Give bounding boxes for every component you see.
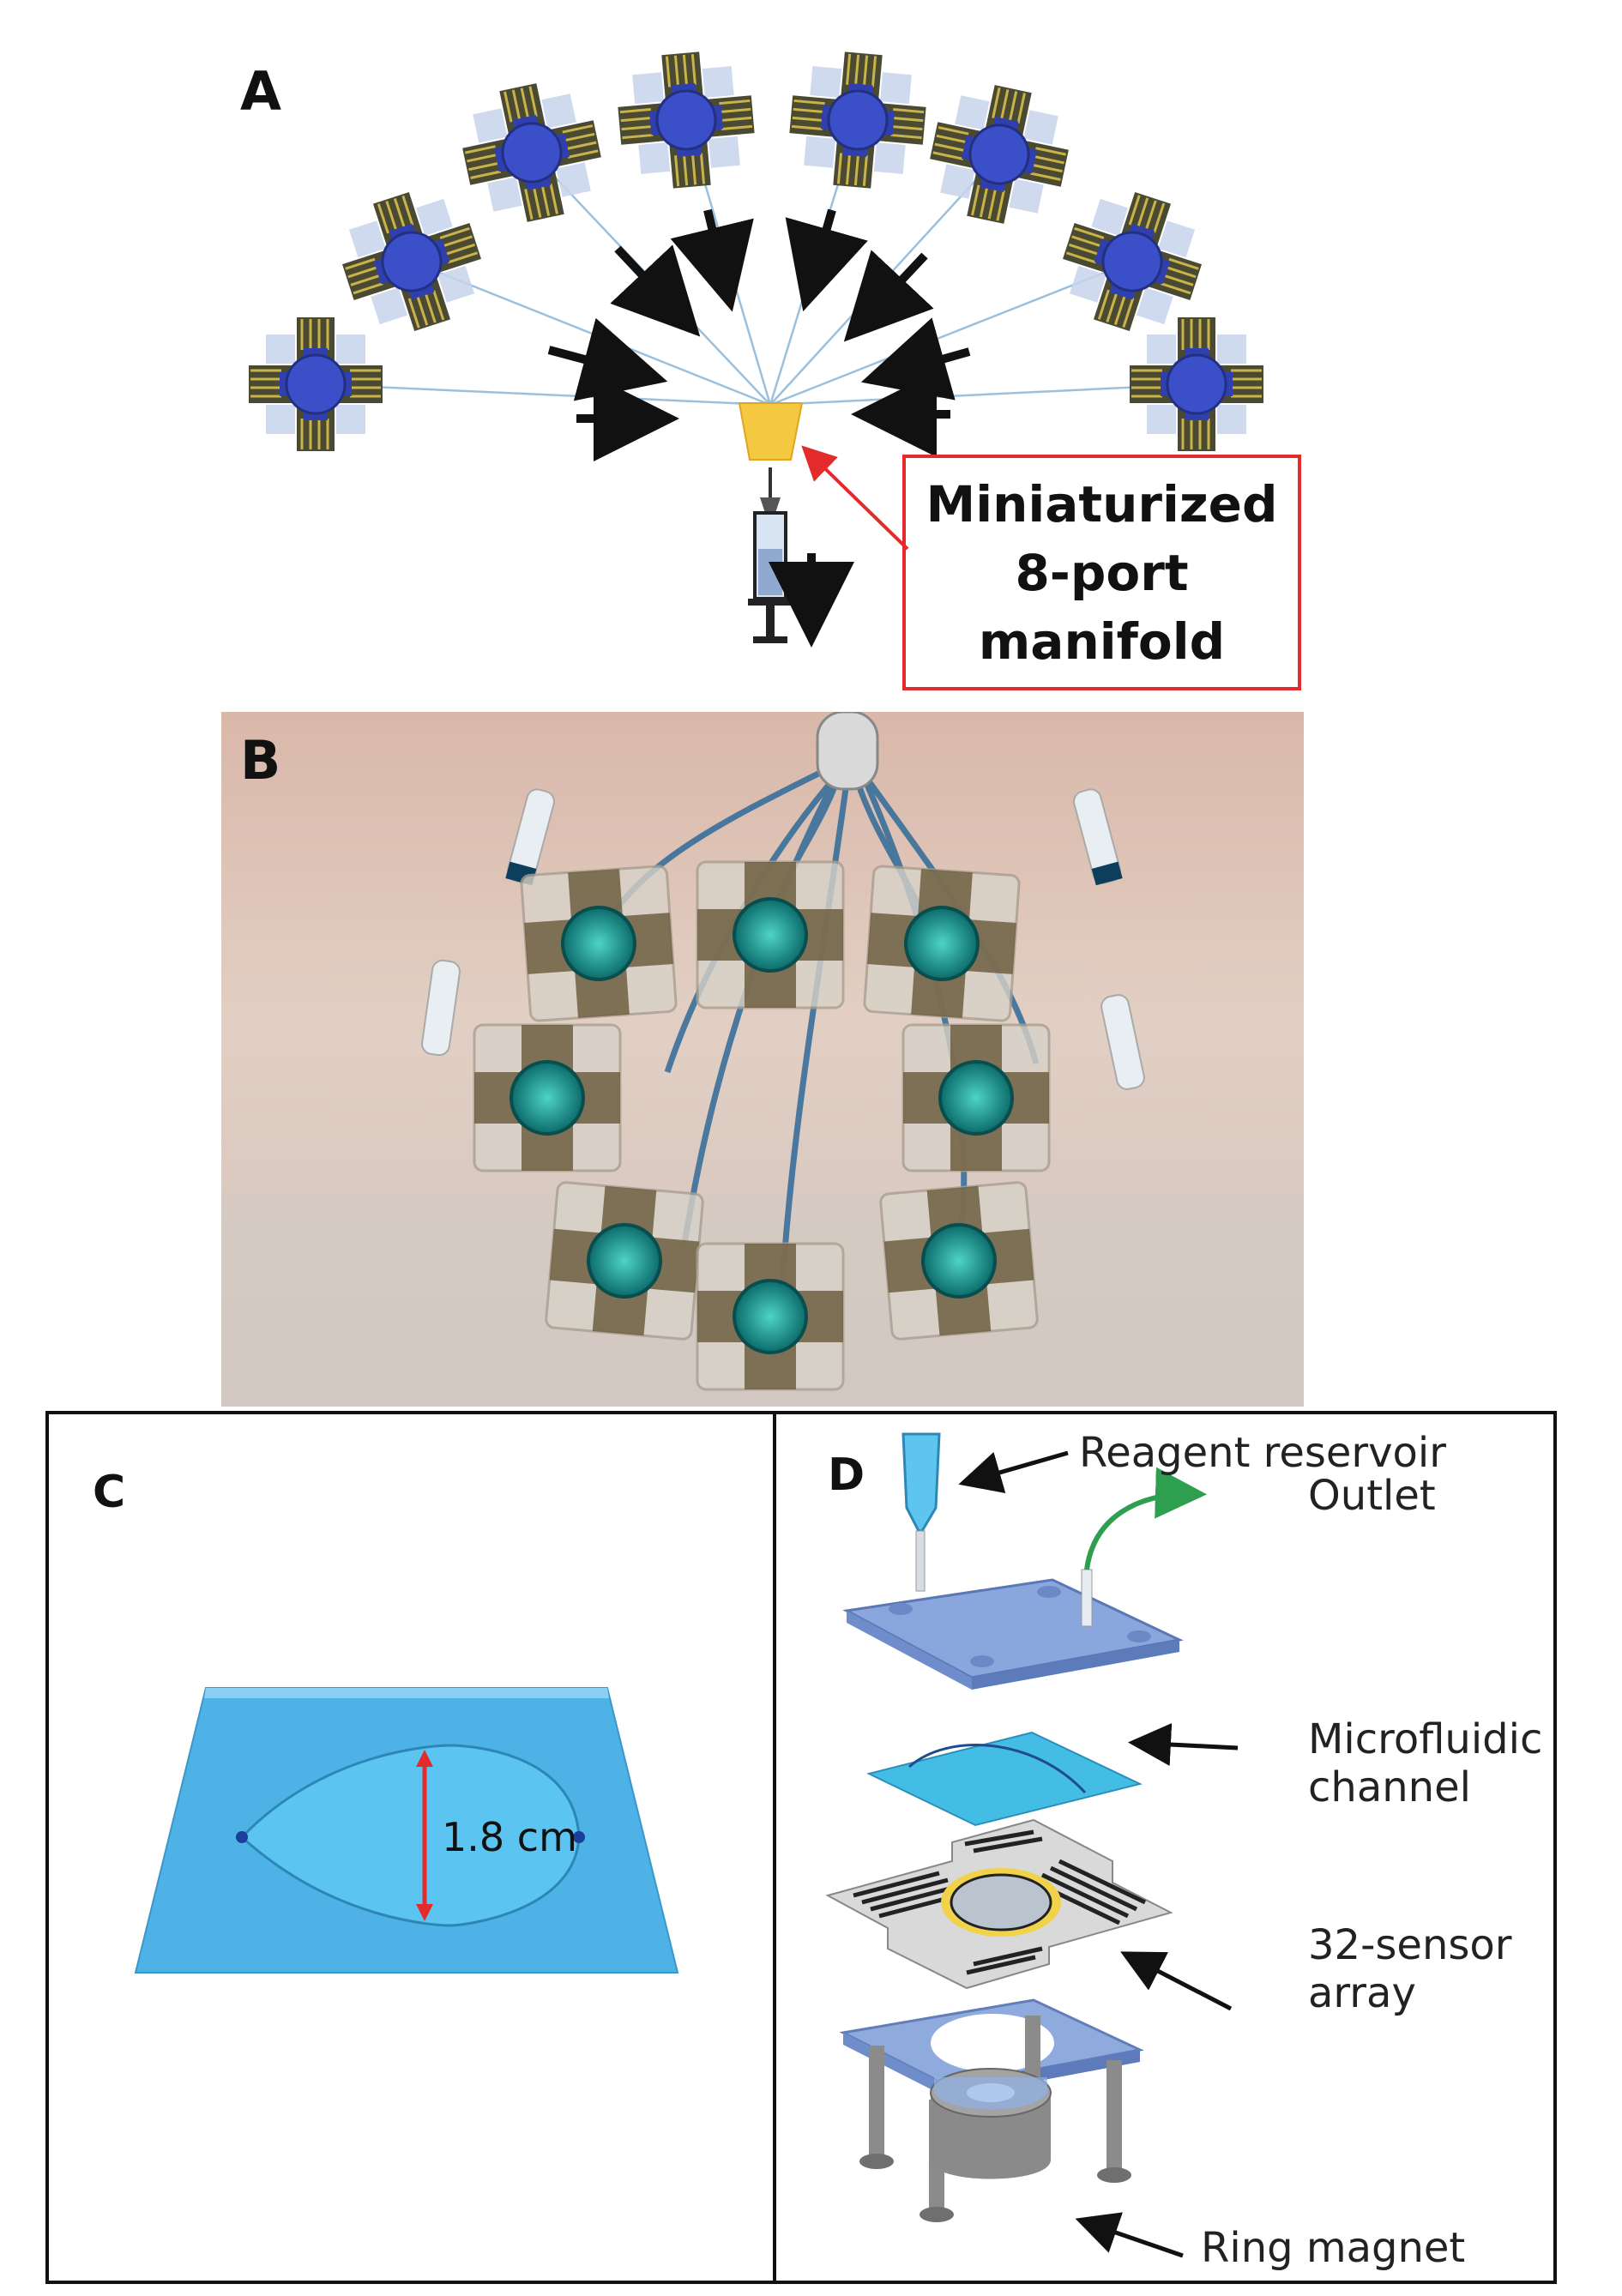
panel-label-a: A	[240, 60, 281, 123]
manifold-icon	[738, 402, 804, 461]
panel-a: A	[0, 0, 1622, 703]
sensor-chip	[1128, 316, 1265, 453]
reagent-reservoir-label: Reagent reservoir	[1079, 1429, 1446, 1477]
microfluidic-chip-3d: 1.8 cm	[134, 1687, 679, 1974]
sensor-device	[519, 864, 678, 1023]
panel-label-c: C	[93, 1467, 126, 1518]
bottom-holder	[839, 1998, 1144, 2222]
sensor-device	[696, 860, 845, 1009]
panel-divider	[773, 1411, 776, 2284]
ring-magnet-label: Ring magnet	[1201, 2224, 1466, 2272]
sensor-array-layer	[825, 1818, 1173, 1990]
outlet-tube	[1084, 1467, 1207, 1570]
dimension-label: 1.8 cm	[442, 1814, 577, 1860]
leader-arrows	[958, 1450, 1239, 2258]
sensor-device	[696, 1242, 845, 1391]
manifold-schematic	[247, 45, 1265, 648]
callout-pointer	[801, 445, 909, 551]
panel-label-b: B	[240, 729, 281, 792]
sensor-device	[473, 1023, 622, 1172]
reagent-reservoir-icon	[901, 1432, 941, 1592]
sensor-chip	[326, 176, 497, 347]
sensor-chip	[450, 71, 613, 234]
outlet-label: Outlet	[1308, 1472, 1436, 1520]
exploded-assembly	[825, 1432, 1239, 2258]
sensor-chip	[612, 45, 761, 195]
sensor-chip	[247, 316, 384, 453]
panel-b-photo: B	[221, 712, 1304, 1407]
microfluidic-channel-label: Microfluidic channel	[1308, 1715, 1543, 1811]
panels-c-d-frame	[45, 1411, 1557, 2284]
device-array-photo	[221, 712, 1304, 1407]
sensor-device	[877, 1179, 1040, 1342]
sensor-chip	[918, 73, 1081, 236]
top-lid	[842, 1569, 1184, 1690]
sensor-device	[901, 1023, 1051, 1172]
manifold-callout-text: Miniaturized 8-port manifold	[926, 474, 1278, 671]
sensor-array-label: 32-sensor array	[1308, 1921, 1512, 2017]
syringe-icon	[748, 467, 793, 643]
sensor-chip	[783, 45, 932, 195]
sample-tubes	[421, 788, 1145, 1090]
ring-magnet-icon	[930, 2068, 1052, 2179]
panel-label-d: D	[828, 1449, 865, 1501]
flow-arrows	[547, 208, 971, 461]
manifold-callout: Miniaturized 8-port manifold	[902, 455, 1301, 690]
microfluidic-channel-layer	[866, 1731, 1143, 1827]
sensor-device	[543, 1179, 706, 1342]
sensor-device	[862, 864, 1022, 1023]
